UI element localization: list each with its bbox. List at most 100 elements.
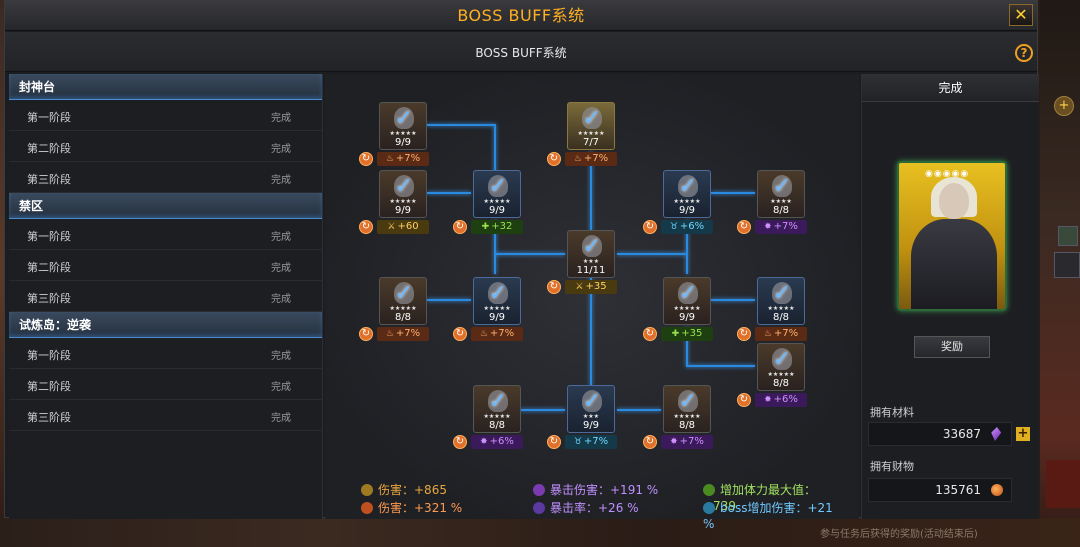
buff-tag: ✸+6% xyxy=(471,435,523,449)
stage-row[interactable]: 第二阶段完成 xyxy=(9,369,322,400)
background-bottom: 参与任务后获得的奖励(活动结束后) xyxy=(0,518,1080,547)
boss-portrait: ✓★★★★★8/8 xyxy=(757,343,805,391)
add-materials-button[interactable]: + xyxy=(1016,426,1030,441)
background-button xyxy=(1054,252,1080,278)
buff-node[interactable]: ✓★★★★★9/9 ↻ ♨+7% xyxy=(453,277,523,341)
stage-row[interactable]: 第一阶段完成 xyxy=(9,219,322,250)
refresh-icon[interactable]: ↻ xyxy=(643,435,657,449)
buff-node[interactable]: ✓★★★★★9/9 ↻ ♉+6% xyxy=(643,170,713,234)
check-icon: ✓ xyxy=(582,389,602,414)
buff-node[interactable]: ✓★★★★★8/8 ↻ ✸+6% xyxy=(453,385,523,449)
buff-node[interactable]: ✓★★★9/9 ↻ ♉+7% xyxy=(547,385,617,449)
node-count: 9/9 xyxy=(488,312,506,323)
buff-value: +7% xyxy=(395,153,421,164)
refresh-icon[interactable]: ↻ xyxy=(453,435,467,449)
fire-icon: ♨ xyxy=(385,329,394,339)
buff-value: +7% xyxy=(489,328,515,339)
buff-node[interactable]: ✓★★★11/11 ↻ ⚔+35 xyxy=(547,230,617,294)
hero-card: ◉◉◉◉◉ xyxy=(897,161,1007,311)
boss-portrait: ✓★★★★8/8 xyxy=(757,170,805,218)
buff-node[interactable]: ✓★★★★★9/9 ↻ ✚+32 xyxy=(453,170,523,234)
section-header[interactable]: 试炼岛：逆袭 xyxy=(9,312,322,338)
stars-icon: ★★★★★ xyxy=(389,198,417,205)
buff-node[interactable]: ✓★★★★★8/8 ↻ ✸+6% xyxy=(737,343,807,407)
summary-item: 增加体力最大值：+739 xyxy=(703,482,841,513)
buff-node[interactable]: ✓★★★★★9/9 ↻ ⚔+60 xyxy=(359,170,429,234)
boss-portrait: ✓★★★★★8/8 xyxy=(473,385,521,433)
section-header[interactable]: 封神台 xyxy=(9,74,322,100)
wealth-value: 135761 xyxy=(935,483,981,497)
summary-item: 暴击伤害：+191 % xyxy=(533,482,658,498)
help-button[interactable]: ? xyxy=(1015,44,1033,62)
panel-header: 完成 xyxy=(862,74,1039,102)
stars-icon: ★★★★★ xyxy=(389,130,417,137)
buff-node[interactable]: ✓★★★★★8/8 ↻ ♨+7% xyxy=(359,277,429,341)
refresh-icon[interactable]: ↻ xyxy=(737,220,751,234)
refresh-icon[interactable]: ↻ xyxy=(359,327,373,341)
stage-name: 第三阶段 xyxy=(27,173,71,186)
node-count: 8/8 xyxy=(772,205,790,216)
stage-row[interactable]: 第三阶段完成 xyxy=(9,281,322,312)
refresh-icon[interactable]: ↻ xyxy=(547,280,561,294)
stage-name: 第三阶段 xyxy=(27,292,71,305)
sword-icon xyxy=(361,484,373,496)
wealth-label: 拥有财物 xyxy=(870,460,914,473)
stage-row[interactable]: 第三阶段完成 xyxy=(9,400,322,431)
stage-name: 第二阶段 xyxy=(27,380,71,393)
stage-row[interactable]: 第二阶段完成 xyxy=(9,131,322,162)
refresh-icon[interactable]: ↻ xyxy=(643,327,657,341)
boss-portrait: ✓★★★9/9 xyxy=(567,385,615,433)
refresh-icon[interactable]: ↻ xyxy=(359,220,373,234)
reward-button[interactable]: 奖励 xyxy=(914,336,990,358)
crit-rate-icon xyxy=(533,502,545,514)
boss-portrait: ✓★★★★★8/8 xyxy=(663,385,711,433)
stars-icon: ★★★★★ xyxy=(673,413,701,420)
boss-buff-window: BOSS BUFF系统 ✕ BOSS BUFF系统 ? 封神台 第一阶段完成 第… xyxy=(4,0,1039,531)
refresh-icon[interactable]: ↻ xyxy=(737,327,751,341)
buff-node[interactable]: ✓★★★★★9/9 ↻ ♨+7% xyxy=(359,102,429,166)
check-icon: ✓ xyxy=(488,389,508,414)
buff-node[interactable]: ✓★★★★★7/7 ↻ ♨+7% xyxy=(547,102,617,166)
section-header[interactable]: 禁区 xyxy=(9,193,322,219)
materials-label: 拥有材料 xyxy=(870,406,914,419)
materials-box: 33687 xyxy=(868,422,1012,446)
check-icon: ✓ xyxy=(488,281,508,306)
buff-value: +6% xyxy=(489,436,514,447)
buff-node[interactable]: ✓★★★★★8/8 ↻ ✸+7% xyxy=(643,385,713,449)
node-count: 8/8 xyxy=(488,420,506,431)
refresh-icon[interactable]: ↻ xyxy=(453,220,467,234)
buff-tag: ♉+6% xyxy=(661,220,713,234)
buff-tag: ♨+7% xyxy=(565,152,617,166)
fire-icon: ♨ xyxy=(573,154,582,164)
stage-row[interactable]: 第一阶段完成 xyxy=(9,338,322,369)
boss-icon: ♉ xyxy=(573,437,582,447)
buff-tag: ♨+7% xyxy=(377,152,429,166)
background-slot-icon xyxy=(1058,226,1078,246)
buff-node[interactable]: ✓★★★★★8/8 ↻ ♨+7% xyxy=(737,277,807,341)
refresh-icon[interactable]: ↻ xyxy=(359,152,373,166)
boss-portrait: ✓★★★11/11 xyxy=(567,230,615,278)
hp-icon: ✚ xyxy=(671,329,680,339)
node-count: 8/8 xyxy=(772,378,790,389)
stage-row[interactable]: 第三阶段完成 xyxy=(9,162,322,193)
stage-row[interactable]: 第二阶段完成 xyxy=(9,250,322,281)
buff-node[interactable]: ✓★★★★8/8 ↻ ✸+7% xyxy=(737,170,807,234)
summary-text: boss增加伤害：+21 % xyxy=(703,501,833,531)
refresh-icon[interactable]: ↻ xyxy=(643,220,657,234)
stage-row[interactable]: 第一阶段完成 xyxy=(9,100,322,131)
summary-item: 伤害：+865 xyxy=(361,482,447,498)
summary-text: 伤害：+865 xyxy=(378,483,447,497)
refresh-icon[interactable]: ↻ xyxy=(547,435,561,449)
summary-text: 暴击率：+26 % xyxy=(550,501,639,515)
stars-icon: ★★★★★ xyxy=(767,371,795,378)
stage-status: 完成 xyxy=(271,351,291,362)
buff-value: +7% xyxy=(773,328,799,339)
buff-node[interactable]: ✓★★★★★9/9 ↻ ✚+35 xyxy=(643,277,713,341)
buff-tag: ✚+32 xyxy=(471,220,523,234)
refresh-icon[interactable]: ↻ xyxy=(547,152,561,166)
summary-item: 暴击率：+26 % xyxy=(533,500,639,516)
refresh-icon[interactable]: ↻ xyxy=(453,327,467,341)
refresh-icon[interactable]: ↻ xyxy=(737,393,751,407)
close-button[interactable]: ✕ xyxy=(1009,4,1033,26)
check-icon: ✓ xyxy=(772,347,792,372)
